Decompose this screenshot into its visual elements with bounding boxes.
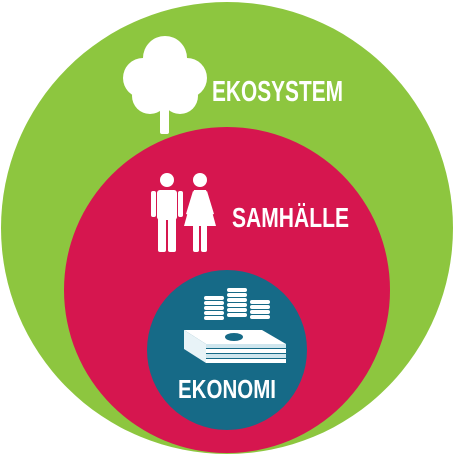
society-label: SAMHÄLLE <box>232 202 349 233</box>
money-icon <box>184 288 286 363</box>
people-icon <box>151 173 216 252</box>
economy-label: EKONOMI <box>178 374 276 404</box>
ecosystem-label: EKOSYSTEM <box>212 76 343 108</box>
tree-icon <box>123 36 207 134</box>
